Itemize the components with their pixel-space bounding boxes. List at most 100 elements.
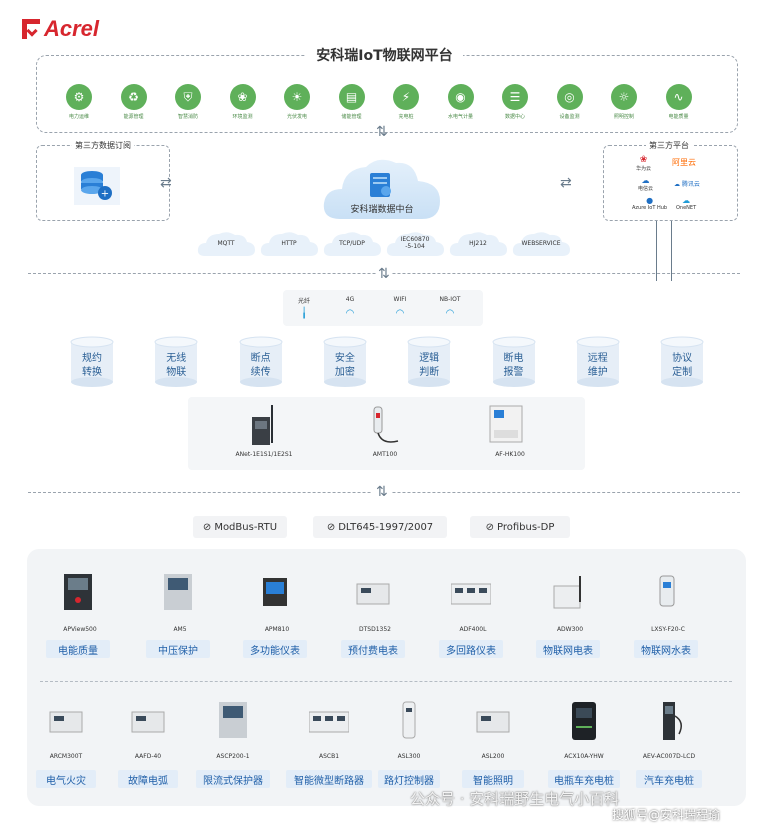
function-label-line-2: 判断 (419, 367, 440, 378)
function-label-line-1: 断电 (503, 353, 524, 364)
third-party-platform-title: 第三方平台 (646, 140, 692, 151)
protocol-label: MQTT (217, 240, 235, 247)
platform-module: ☼照明控制 (601, 84, 647, 120)
function-label-line-2: 定制 (672, 367, 693, 378)
bus-modbus: ⊘ ModBus-RTU (193, 516, 287, 538)
module-label: 照明控制 (613, 114, 634, 120)
device-model: ASCB1 (318, 753, 340, 760)
function-label: 无线物联 (154, 352, 198, 380)
module-icon: ◎ (556, 84, 583, 110)
gateway-label-1: ANet-1E1S1/1E2S1 (235, 451, 293, 458)
module-icon: ⛨ (175, 84, 201, 110)
module-icon: ♻ (120, 84, 147, 110)
function-label: 断点续传 (239, 352, 283, 380)
device-model: APM810 (264, 626, 290, 633)
updown-arrow-icon-2: ⇅ (376, 266, 392, 282)
device-category-tag: 多回路仪表 (439, 640, 503, 658)
function-cylinder (239, 336, 283, 387)
function-label: 远程维护 (576, 352, 620, 380)
function-label: 协议定制 (660, 352, 704, 380)
third-party-subscription-title: 第三方数据订阅 (72, 140, 134, 151)
platform-module: ⚙ 电力运维 (56, 84, 102, 120)
function-label-line-1: 规约 (82, 353, 102, 364)
wifi-icon: ◠ (395, 308, 405, 319)
wifi-icon: ◠ (445, 308, 455, 319)
device-category-tag: 汽车充电桩 (636, 770, 702, 788)
protocol-cloud (386, 232, 444, 256)
device-image (164, 574, 192, 610)
left-right-arrow-icon: ⇄ (160, 175, 172, 191)
platform-module: ▤储能管理 (329, 84, 375, 120)
module-icon: ☀ (284, 84, 310, 110)
tencent-cloud-logo: ☁ 腾讯云 (674, 181, 700, 188)
platform-module: ∿电能质量 (656, 84, 702, 120)
module-label: 电力运维 (68, 114, 89, 120)
function-label-line-2: 加密 (334, 367, 355, 378)
device-image (663, 702, 682, 740)
device-divider (40, 681, 732, 682)
data-center-label: 安科瑞数据中台 (350, 205, 414, 215)
device-image (131, 711, 165, 733)
watermark-text: 公众号 · 安科瑞野生电气小百科 (410, 790, 620, 808)
module-label: 数据中心 (504, 114, 525, 120)
network-panel (283, 290, 483, 326)
acrel-logo: Acrel (22, 16, 99, 42)
gateway-label-3: AF-HK100 (495, 451, 525, 458)
svg-text:+: + (101, 189, 109, 200)
device-category-tag: 电瓶车充电桩 (548, 770, 620, 788)
amt100-image (373, 406, 399, 443)
function-label-line-1: 断点 (250, 353, 271, 364)
af-hk100-image (489, 405, 523, 443)
third-party-platform-box (603, 145, 738, 221)
protocol-cloud (260, 232, 318, 256)
telecom-cloud-logo: ☁电信云 (638, 176, 654, 192)
protocol-cloud (449, 232, 507, 256)
device-category-tag: 物联网水表 (634, 640, 698, 658)
protocol-label: TCP/UDP (339, 240, 365, 247)
device-image (659, 575, 675, 607)
network-item: NB-IOT (439, 296, 461, 303)
function-label-line-1: 远程 (587, 353, 608, 364)
protocol-label: HJ212 (469, 240, 487, 247)
device-model: ARCM300T (49, 753, 83, 760)
device-image (572, 702, 596, 740)
platform-module: ♻能源管理 (111, 84, 157, 120)
device-category-tag: 智能照明 (462, 770, 524, 788)
device-category-tag: 智能微型断路器 (286, 770, 372, 788)
device-image (356, 583, 390, 605)
module-label: 智慧消防 (177, 114, 198, 120)
device-model: ASCP200-1 (216, 753, 250, 760)
bus-dlt645: ⊘ DLT645-1997/2007 (313, 516, 447, 538)
module-label: 充电桩 (398, 114, 414, 120)
device-model: ACX10A-YHW (564, 753, 604, 760)
module-icon: ⚙ (66, 84, 92, 110)
brand-name: Acrel (44, 16, 100, 41)
module-icon: ☰ (502, 84, 528, 110)
device-category-tag: 路灯控制器 (378, 770, 440, 788)
device-category-tag: 物联网电表 (536, 640, 600, 658)
function-label: 逻辑判断 (407, 352, 451, 380)
platform-module: ❀环境监测 (220, 84, 266, 120)
device-image (451, 583, 491, 605)
device-category-tag: 限流式保护器 (196, 770, 270, 788)
aliyun-logo: 阿里云 (672, 158, 696, 167)
module-label: 储能管理 (341, 114, 362, 120)
platform-module: ◎设备监测 (547, 84, 593, 120)
protocol-label: WEBSERVICE (521, 240, 561, 247)
protocol-label: HTTP (281, 240, 297, 247)
device-model: ADF400L (459, 626, 487, 633)
module-icon: ◉ (447, 84, 474, 110)
function-cylinder (492, 336, 535, 387)
device-model: APView500 (63, 626, 97, 633)
acrel-logo-mark (22, 19, 40, 39)
module-icon: ❀ (229, 84, 256, 110)
platform-module: ◉水电气计量 (438, 84, 484, 120)
data-center-cloud (323, 159, 440, 219)
device-image (476, 711, 510, 733)
gateway-label-2: AMT100 (372, 451, 398, 458)
function-label-line-1: 协议 (672, 353, 693, 364)
device-model: ASL200 (481, 753, 505, 760)
device-image (263, 578, 287, 606)
module-label: 电能质量 (668, 114, 689, 120)
network-item: 光纤 (297, 298, 310, 305)
